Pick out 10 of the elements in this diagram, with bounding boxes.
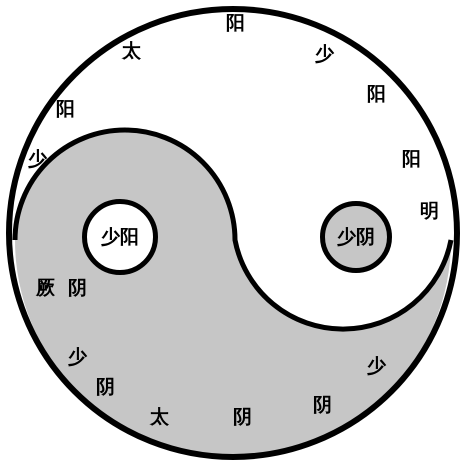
channel-label: 少阴	[313, 357, 387, 416]
channel-label: 少阴	[68, 348, 116, 398]
channel-label: 少阳	[28, 100, 76, 170]
channel-label: 厥阴	[36, 279, 88, 299]
channel-label: 太阳	[122, 14, 246, 62]
circle-label: 少阳	[101, 225, 139, 250]
channel-label: 阳明	[402, 150, 440, 222]
channel-label: 太阴	[150, 408, 253, 428]
channel-label: 少阳	[315, 45, 387, 105]
circle-label: 少阴	[337, 225, 375, 250]
